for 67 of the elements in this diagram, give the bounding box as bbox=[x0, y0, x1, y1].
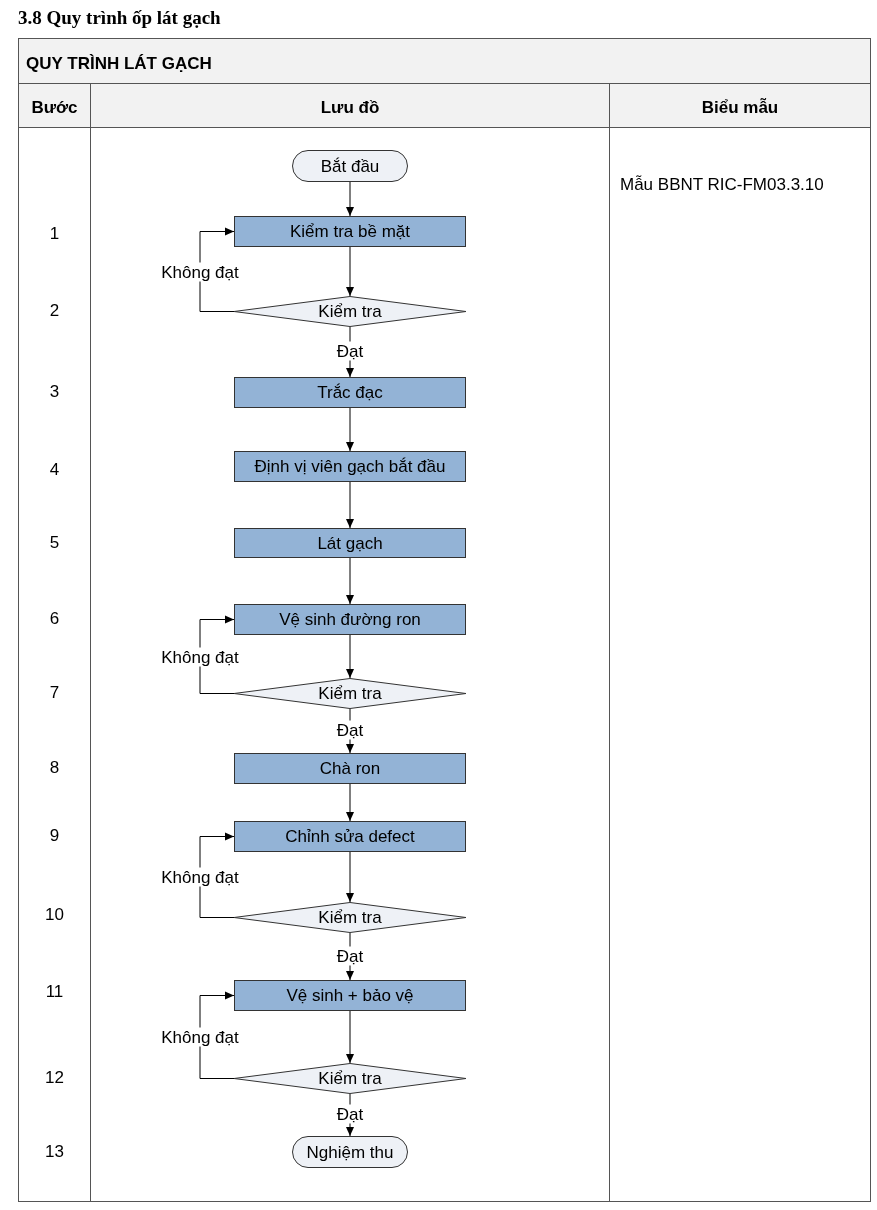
node-label: Trắc đạc bbox=[317, 384, 383, 401]
decision-diamond bbox=[234, 902, 466, 933]
node-label: Vệ sinh + bảo vệ bbox=[286, 987, 414, 1004]
arrow bbox=[346, 181, 354, 217]
step-number: 11 bbox=[44, 982, 65, 1002]
step-number: 12 bbox=[44, 1068, 65, 1088]
edge-label: Đạt bbox=[334, 1104, 366, 1124]
arrow bbox=[346, 407, 354, 452]
step-number: 9 bbox=[48, 826, 61, 846]
arrow bbox=[346, 1010, 354, 1064]
step-number: 6 bbox=[48, 609, 61, 629]
column-header: Bước bbox=[30, 97, 79, 119]
arrow bbox=[199, 615, 235, 694]
edge-label: Không đạt bbox=[159, 1027, 241, 1047]
process-box bbox=[234, 377, 466, 408]
process-box bbox=[234, 753, 466, 784]
node-label: Kiểm tra bbox=[318, 1070, 382, 1087]
section-title: 3.8 Quy trình ốp lát gạch bbox=[18, 6, 221, 30]
edge-label: Không đạt bbox=[159, 647, 241, 666]
step-number: 1 bbox=[48, 224, 61, 244]
step-number: 10 bbox=[44, 905, 65, 925]
decision-diamond bbox=[234, 296, 466, 327]
arrow bbox=[346, 557, 354, 605]
table-title: QUY TRÌNH LÁT GẠCH bbox=[26, 53, 212, 75]
step-number: 2 bbox=[48, 301, 61, 321]
node-label: Định vị viên gạch bắt đầu bbox=[254, 458, 446, 475]
node-label: Lát gạch bbox=[317, 534, 383, 552]
terminal-pill bbox=[292, 1136, 408, 1168]
node-label: Kiểm tra bbox=[318, 303, 382, 320]
edge-label: Không đạt bbox=[159, 262, 241, 281]
arrow bbox=[346, 783, 354, 822]
decision-diamond bbox=[234, 678, 466, 709]
node-label: Chà ron bbox=[319, 760, 381, 777]
arrow bbox=[346, 481, 354, 529]
step-number: 4 bbox=[48, 460, 61, 480]
node-label: Kiểm tra bề mặt bbox=[290, 223, 410, 240]
node-label: Nghiệm thu bbox=[306, 1143, 394, 1161]
column-header: Lưu đồ bbox=[319, 97, 381, 119]
edge-label: Đạt bbox=[334, 341, 366, 361]
step-number: 5 bbox=[48, 533, 61, 553]
arrow bbox=[346, 634, 354, 679]
edge-label: Không đạt bbox=[159, 867, 241, 887]
step-number: 3 bbox=[48, 382, 61, 402]
edge-label: Đạt bbox=[334, 946, 366, 965]
column-header: Biểu mẫu bbox=[700, 97, 780, 119]
arrow bbox=[199, 832, 235, 918]
node-label: Kiểm tra bbox=[318, 909, 382, 926]
process-box bbox=[234, 216, 466, 247]
arrow bbox=[346, 851, 354, 903]
process-box bbox=[234, 451, 466, 482]
step-number: 7 bbox=[48, 683, 61, 703]
node-label: Vệ sinh đường ron bbox=[279, 611, 421, 628]
process-box bbox=[234, 980, 466, 1011]
node-label: Chỉnh sửa defect bbox=[285, 828, 415, 845]
arrow bbox=[346, 246, 354, 297]
process-box bbox=[234, 821, 466, 852]
form-code: Mẫu BBNT RIC-FM03.3.10 bbox=[620, 174, 824, 196]
node-label: Kiểm tra bbox=[318, 685, 382, 702]
step-number: 13 bbox=[44, 1142, 65, 1162]
arrow bbox=[199, 227, 235, 312]
process-box bbox=[234, 604, 466, 635]
node-label: Bắt đầu bbox=[320, 157, 380, 175]
process-box bbox=[234, 528, 466, 558]
decision-diamond bbox=[234, 1063, 466, 1094]
terminal-pill bbox=[292, 150, 408, 182]
edge-label: Đạt bbox=[334, 720, 366, 740]
step-number: 8 bbox=[48, 758, 61, 778]
